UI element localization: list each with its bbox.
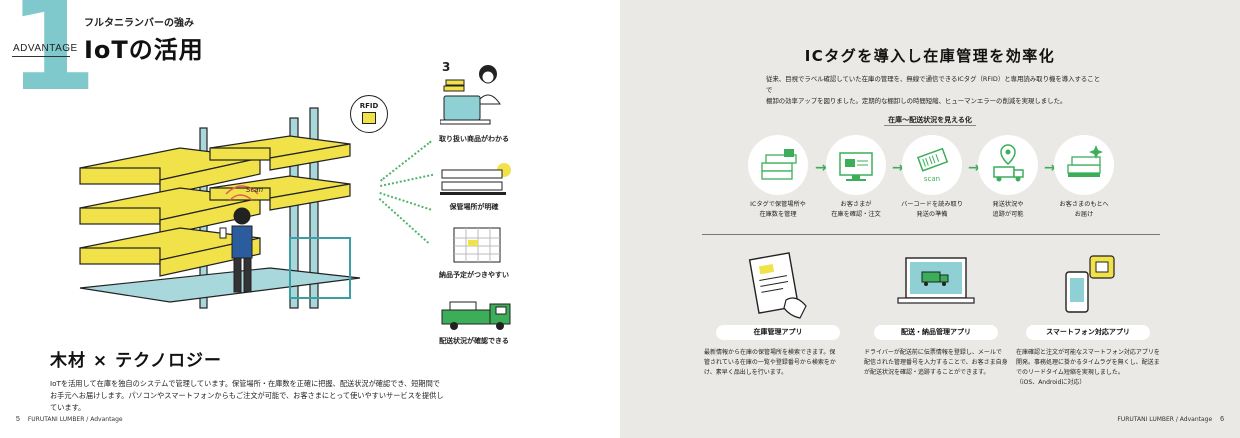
illustration-caption: 納品予定がつきやすい	[439, 271, 509, 279]
section-divider	[702, 234, 1160, 235]
scan-tag-icon: scan	[917, 147, 949, 183]
shelf-lumber-icon	[440, 160, 514, 200]
illustration-caption: 配送状況が確認できる	[439, 337, 509, 345]
arrow-icon: →	[815, 160, 827, 176]
scan-label: scan	[924, 175, 940, 183]
map-pin-truck-icon	[993, 144, 1024, 182]
flow-caption: バーコードを読み取り発送の準備	[901, 201, 963, 218]
page-subtitle: フルタニランバーの強み	[84, 18, 194, 29]
laptop-truck-icon	[897, 257, 975, 304]
app-name-pill: スマートフォン対応アプリ	[1026, 325, 1150, 340]
page-number: 6	[1220, 416, 1224, 423]
app-description: 在庫確認と注文が可能なスマートフォン対応アプリを 開発。事務処理に掛かるタイムラ…	[1016, 349, 1160, 386]
flow-label: 在庫～配送状況を見える化	[620, 115, 1240, 126]
smartphone-icon	[1065, 255, 1115, 313]
flow-caption: お客さまが在庫を確認・注文	[831, 201, 881, 218]
flow-step	[978, 135, 1038, 195]
app-name-pill: 在庫管理アプリ	[716, 325, 840, 340]
illustration-caption: 保管場所が明確	[449, 203, 499, 211]
advantage-number: 1	[8, 0, 98, 120]
intro-text: 従来、目視でラベル確認していた在庫の管理を、無線で通信できるICタグ（RFID）…	[766, 75, 1101, 105]
truck-icon	[440, 296, 516, 334]
illustration-caption: 取り扱い商品がわかる	[439, 135, 509, 143]
footer-text: FURUTANI LUMBER / Advantage	[1117, 416, 1213, 423]
body-text: IoTを活用して在庫を独自のシステムで管理しています。保管場所・在庫数を正確に把…	[50, 379, 444, 412]
flow-caption: 発送状況や追跡が可能	[992, 201, 1024, 218]
footer-text: FURUTANI LUMBER / Advantage	[27, 416, 123, 423]
page-title: IoTの活用	[84, 36, 204, 64]
advantage-label: ADVANTAGE	[13, 43, 78, 54]
footer: 5 FURUTANI LUMBER / Advantage	[16, 416, 123, 423]
laptop-woman-icon: 3	[439, 60, 510, 130]
left-page: 1 ADVANTAGE フルタニランバーの強み IoTの活用	[8, 0, 516, 423]
arrow-icon: →	[1044, 160, 1056, 176]
delivered-lumber-icon	[1067, 145, 1103, 177]
flow-caption: お客さまのもとへお届け	[1059, 201, 1109, 218]
flow-step	[826, 135, 886, 195]
arrow-icon: →	[968, 160, 980, 176]
app-description: 最新情報から在庫の保管場所を検索できます。保 管されている在庫の一覧や登録番号か…	[704, 349, 836, 376]
arrow-icon: →	[892, 160, 904, 176]
footer: FURUTANI LUMBER / Advantage 6	[1117, 416, 1224, 423]
monitor-icon	[839, 152, 873, 181]
right-page: ICタグを導入し在庫管理を効率化 従来、目視でラベル確認していた在庫の管理を、無…	[620, 0, 1240, 438]
app-name-pill: 配送・納品管理アプリ	[874, 325, 998, 340]
warehouse-illustration: Scan	[79, 107, 361, 309]
lumber-tag-icon	[761, 149, 797, 180]
document-hand-icon	[748, 252, 807, 319]
page-number: 5	[16, 416, 20, 423]
flow-step	[748, 135, 808, 195]
advantage-rule	[12, 56, 70, 57]
scan-text: Scan	[246, 186, 263, 194]
laptop-number: 3	[442, 60, 451, 74]
app-description: ドライバーが配送前に伝票情報を登録し、メールで 配信された管理番号を入力すること…	[864, 349, 1008, 376]
flow-step	[1054, 135, 1114, 195]
right-title: ICタグを導入し在庫管理を効率化	[804, 47, 1056, 65]
flow-step: scan	[902, 135, 962, 195]
rfid-badge: RFID	[350, 95, 388, 133]
calendar-icon	[452, 226, 502, 266]
section-heading: 木材 × テクノロジー	[50, 351, 223, 371]
flow-caption: ICタグで保管場所や在庫数を管理	[750, 201, 806, 218]
chip-icon	[362, 112, 376, 124]
